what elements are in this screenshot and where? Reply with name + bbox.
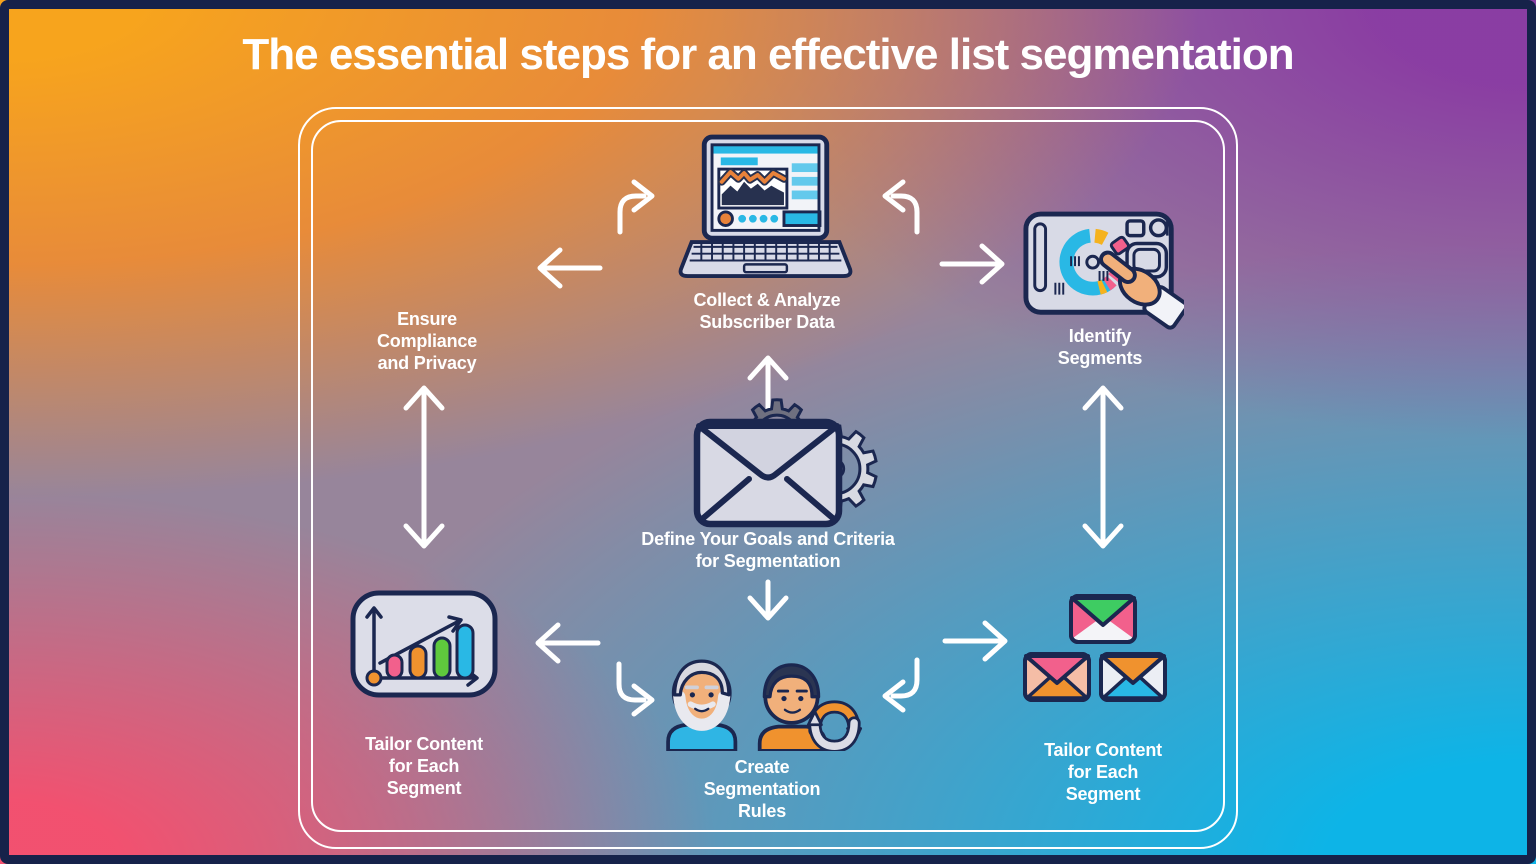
step-tailor-left-label: Tailor Content for Each Segment bbox=[365, 734, 483, 798]
pointing-hand-icon bbox=[1099, 250, 1184, 330]
bar-chart-icon bbox=[350, 590, 498, 698]
laptop-analytics-icon bbox=[678, 134, 853, 279]
double-arrow-left bbox=[403, 385, 445, 549]
curved-arrow-bottom-left bbox=[616, 661, 655, 717]
envelope-stack-icon bbox=[1023, 594, 1167, 702]
diagram-border-outer bbox=[298, 107, 1238, 849]
arrow-define-to-create bbox=[747, 579, 789, 621]
step-compliance-label: Ensure Compliance and Privacy bbox=[376, 309, 478, 373]
curved-arrow-bottom-right bbox=[882, 657, 920, 713]
person-older bbox=[666, 659, 738, 751]
arrow-define-to-collect bbox=[747, 355, 789, 415]
envelope-bottom-left bbox=[1023, 652, 1091, 702]
diagram-border-inner bbox=[311, 120, 1225, 832]
sync-arrows-icon bbox=[806, 700, 863, 751]
envelope-top bbox=[1069, 594, 1137, 644]
step-collect-label: Collect & Analyze Subscriber Data bbox=[693, 290, 841, 332]
step-create bbox=[655, 648, 870, 751]
step-tailor-right-label: Tailor Content for Each Segment bbox=[1044, 740, 1162, 804]
step-define bbox=[692, 417, 844, 529]
segment-dashboard-icon bbox=[1023, 211, 1184, 330]
step-compliance: ⚙ ⚙ ⚙ bbox=[355, 190, 888, 530]
curved-arrow-top-right bbox=[882, 179, 920, 235]
double-arrow-right bbox=[1082, 385, 1124, 549]
step-identify bbox=[1022, 206, 1184, 336]
step-collect bbox=[678, 133, 853, 284]
step-create-label: Create Segmentation Rules bbox=[703, 757, 821, 821]
step-identify-label: Identify Segments bbox=[1057, 326, 1143, 368]
arrow-create-to-tailor-right bbox=[942, 620, 1008, 662]
envelope-bottom-right bbox=[1099, 652, 1167, 702]
page-title: The essential steps for an effective lis… bbox=[242, 30, 1294, 79]
step-define-label: Define Your Goals and Criteria for Segme… bbox=[641, 529, 895, 571]
envelope-icon bbox=[693, 418, 843, 528]
step-tailor-right bbox=[1023, 594, 1183, 709]
arrow-create-to-tailor-left bbox=[535, 622, 601, 664]
step-tailor-left bbox=[349, 589, 499, 699]
arrow-collect-to-identify bbox=[939, 243, 1005, 285]
curved-arrow-top-left bbox=[617, 179, 655, 235]
arrow-collect-to-compliance bbox=[537, 247, 603, 289]
people-sync-icon bbox=[666, 659, 863, 751]
